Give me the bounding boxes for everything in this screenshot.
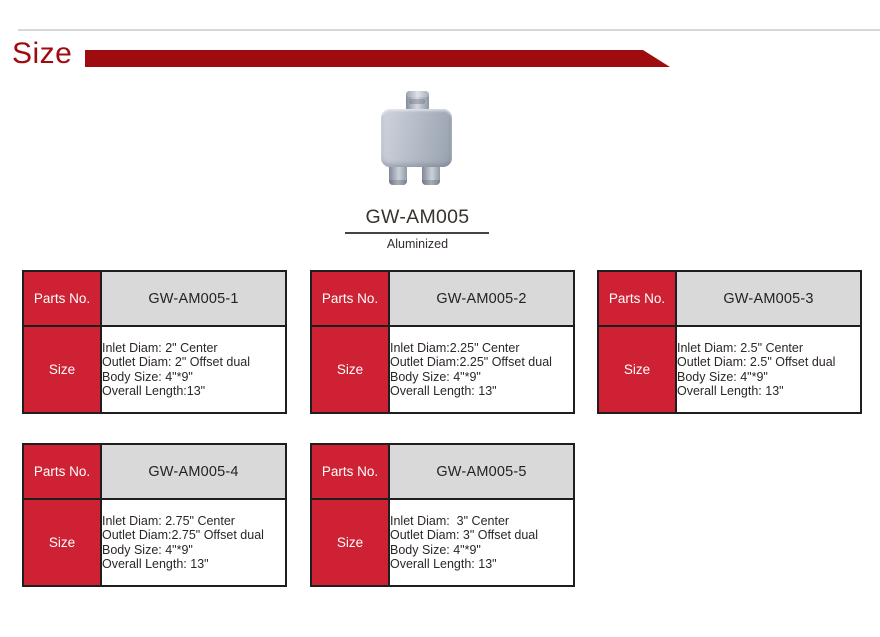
spec-line: Body Size: 4"*9" (677, 369, 768, 384)
spec-line: Outlet Diam: 3" Offset dual (390, 528, 539, 542)
spec-line: Outlet Diam: 2.5" Offset dual (677, 355, 836, 369)
spec-table-2: Parts No. GW-AM005-2 Size Inlet Diam:2.2… (310, 270, 575, 414)
spec-line: Inlet Diam: 3" Center (390, 513, 510, 528)
parts-no-label: Parts No. (310, 270, 390, 327)
spec-line: Overall Length: 13" (390, 557, 497, 571)
spec-table-1: Parts No. GW-AM005-1 Size Inlet Diam: 2"… (22, 270, 287, 414)
spec-line: Overall Length: 13" (390, 384, 497, 398)
spec-line: Body Size: 4"*9" (390, 542, 481, 557)
spec-line: Outlet Diam: 2" Offset dual (102, 355, 251, 369)
size-label: Size (22, 498, 102, 587)
spec-line: Body Size: 4"*9" (390, 369, 481, 384)
page-title: Size (12, 37, 73, 70)
spec-line: Body Size: 4"*9" (102, 369, 193, 384)
product-photo (375, 88, 465, 188)
product-name-underline (345, 232, 489, 234)
size-label: Size (310, 325, 390, 414)
parts-no-label: Parts No. (22, 270, 102, 327)
product-name: GW-AM005 (365, 206, 470, 228)
spec-line: Overall Length: 13" (102, 557, 209, 571)
size-label: Size (310, 498, 390, 587)
part-number: GW-AM005-1 (100, 270, 287, 327)
spec-lines: Inlet Diam: 2.75" Center Outlet Diam:2.7… (100, 498, 287, 587)
parts-no-label: Parts No. (310, 443, 390, 500)
part-number: GW-AM005-2 (388, 270, 575, 327)
spec-line: Overall Length: 13" (677, 384, 784, 398)
spec-line: Body Size: 4"*9" (102, 542, 193, 557)
spec-line: Inlet Diam: 2.5" Center (677, 340, 804, 355)
muffler-body (381, 109, 452, 167)
spec-table-5: Parts No. GW-AM005-5 Size Inlet Diam: 3"… (310, 443, 575, 587)
parts-no-label: Parts No. (22, 443, 102, 500)
product-finish: Aluminized (386, 237, 449, 251)
parts-no-label: Parts No. (597, 270, 677, 327)
spec-lines: Inlet Diam:2.25" Center Outlet Diam:2.25… (388, 325, 575, 414)
top-divider-line (18, 29, 880, 31)
spec-line: Outlet Diam:2.75" Offset dual (102, 528, 264, 542)
title-banner-bar (85, 50, 670, 67)
spec-lines: Inlet Diam: 2.5" Center Outlet Diam: 2.5… (675, 325, 862, 414)
spec-table-3: Parts No. GW-AM005-3 Size Inlet Diam: 2.… (597, 270, 862, 414)
spec-line: Inlet Diam: 2" Center (102, 340, 218, 355)
spec-line: Overall Length:13" (102, 384, 206, 398)
spec-lines: Inlet Diam: 3" Center Outlet Diam: 3" Of… (388, 498, 575, 587)
part-number: GW-AM005-5 (388, 443, 575, 500)
spec-line: Inlet Diam: 2.75" Center (102, 513, 235, 528)
size-label: Size (597, 325, 677, 414)
part-number: GW-AM005-4 (100, 443, 287, 500)
spec-line: Outlet Diam:2.25" Offset dual (390, 355, 552, 369)
spec-line: Inlet Diam:2.25" Center (390, 340, 520, 355)
spec-table-4: Parts No. GW-AM005-4 Size Inlet Diam: 2.… (22, 443, 287, 587)
part-number: GW-AM005-3 (675, 270, 862, 327)
size-label: Size (22, 325, 102, 414)
spec-lines: Inlet Diam: 2" Center Outlet Diam: 2" Of… (100, 325, 287, 414)
